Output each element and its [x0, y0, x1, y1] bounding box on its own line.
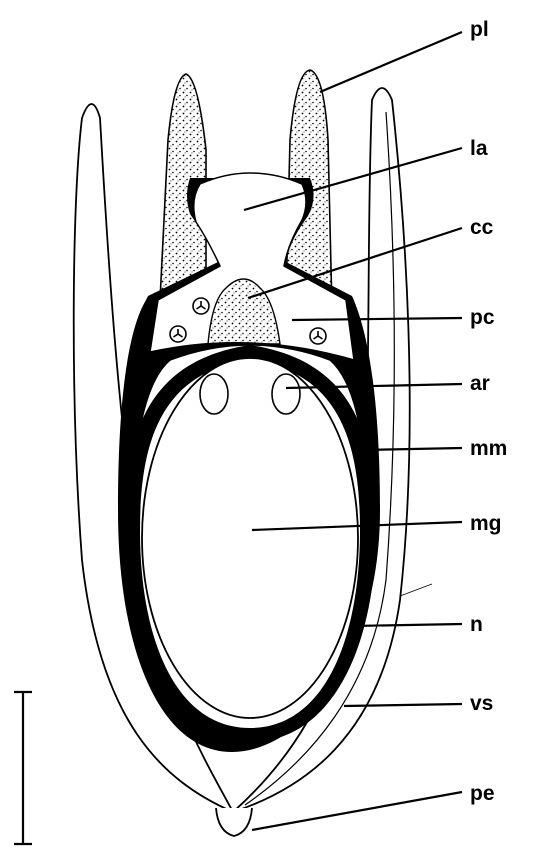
pollen-grain-3 — [310, 328, 326, 344]
label-mg: mg — [470, 512, 502, 535]
right-ovoid — [272, 374, 300, 414]
label-la: la — [470, 137, 488, 160]
label-ar: ar — [470, 372, 490, 395]
pedicel-tip — [216, 808, 252, 836]
label-pl: pl — [470, 18, 489, 41]
pollen-grain-1 — [193, 298, 209, 314]
inner-ellipse-mg — [142, 358, 358, 718]
stray-mark — [400, 584, 432, 596]
left-ovoid — [200, 374, 228, 414]
label-n: n — [470, 613, 483, 636]
leader-line-pe — [252, 792, 462, 830]
label-pe: pe — [470, 782, 495, 805]
label-pc: pc — [470, 306, 495, 329]
leader-line-pl — [320, 32, 462, 92]
label-vs: vs — [470, 692, 493, 715]
label-mm: mm — [470, 437, 507, 460]
scale-bar — [14, 692, 32, 844]
label-cc: cc — [470, 216, 494, 239]
pollen-grain-2 — [170, 326, 186, 342]
